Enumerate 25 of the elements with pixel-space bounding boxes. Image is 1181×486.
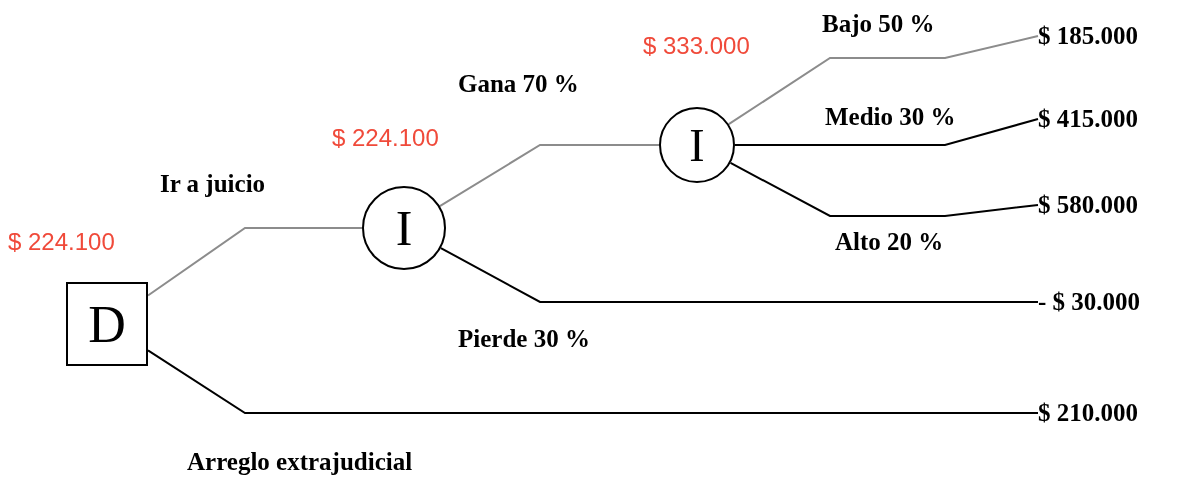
decision-box: D	[66, 282, 148, 366]
expected-value: $ 224.100	[8, 228, 115, 256]
edge-label: Bajo 50 %	[822, 10, 935, 38]
branch-line	[727, 35, 1039, 126]
edge-label: Medio 30 %	[825, 103, 956, 131]
edge-label: Alto 20 %	[835, 228, 944, 256]
expected-value: $ 224.100	[332, 124, 439, 152]
payoff-value: $ 210.000	[1038, 397, 1178, 429]
payoff-value: $ 415.000	[1038, 103, 1178, 135]
payoff-value: $ 580.000	[1038, 189, 1178, 221]
edge-label: Ir a juicio	[160, 170, 266, 198]
chance-node-circle: I	[362, 186, 446, 270]
branch-line	[729, 161, 1039, 217]
branch-line	[147, 227, 363, 297]
branch-line	[734, 118, 1039, 146]
payoff-value: - $ 30.000	[1038, 286, 1178, 318]
edge-label: Gana 70 %	[458, 70, 579, 98]
edge-label: Arreglo extrajudicial	[187, 448, 413, 476]
chance-node-circle: I	[659, 107, 735, 183]
payoff-value: $ 185.000	[1038, 20, 1178, 52]
branch-line	[147, 349, 1039, 414]
edge-label: Pierde 30 %	[458, 325, 590, 353]
branch-line	[438, 144, 660, 208]
branch-line	[439, 247, 1039, 303]
expected-value: $ 333.000	[643, 32, 750, 60]
